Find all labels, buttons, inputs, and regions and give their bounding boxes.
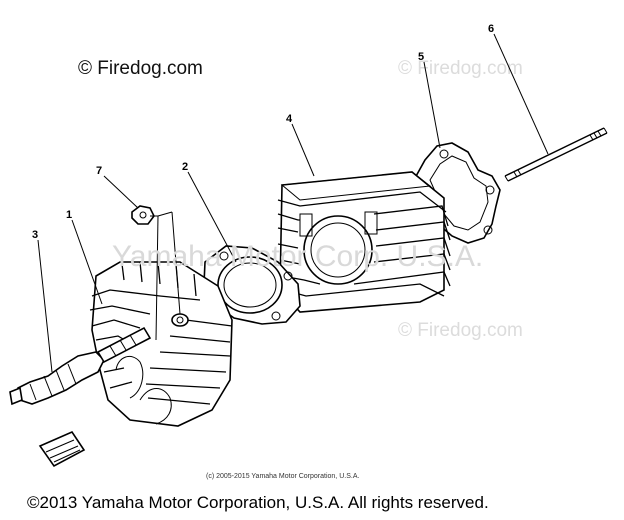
head-gasket xyxy=(203,245,301,325)
footer-copyright: ©2013 Yamaha Motor Corporation, U.S.A. A… xyxy=(27,493,489,512)
leader-1 xyxy=(71,219,103,305)
stud-bolt xyxy=(504,127,608,182)
callout-5: 5 xyxy=(418,51,424,63)
callout-1: 1 xyxy=(66,209,72,221)
leader-6 xyxy=(493,33,549,155)
spark-plug xyxy=(9,326,152,406)
callout-2: 2 xyxy=(182,161,188,173)
cylinder-head xyxy=(89,211,233,427)
callout-3: 3 xyxy=(32,229,38,241)
tag-icon xyxy=(38,430,86,468)
watermark-top-right: © Firedog.com xyxy=(398,58,523,79)
watermark-center: Yamaha Motor Corp. U.S.A. xyxy=(112,240,483,273)
watermark-top-left: © Firedog.com xyxy=(78,58,203,79)
leader-lines xyxy=(37,33,549,373)
callout-7: 7 xyxy=(96,165,102,177)
leader-4 xyxy=(291,123,315,177)
nut xyxy=(131,205,159,341)
leader-2 xyxy=(187,171,237,263)
watermark-mid-right: © Firedog.com xyxy=(398,320,523,341)
leader-3 xyxy=(37,239,53,373)
leader-7 xyxy=(103,175,139,209)
callout-4: 4 xyxy=(286,113,293,125)
copyright-credit: (c) 2005-2015 Yamaha Motor Corporation, … xyxy=(206,473,359,480)
leader-5 xyxy=(423,61,441,149)
callout-6: 6 xyxy=(488,23,494,35)
